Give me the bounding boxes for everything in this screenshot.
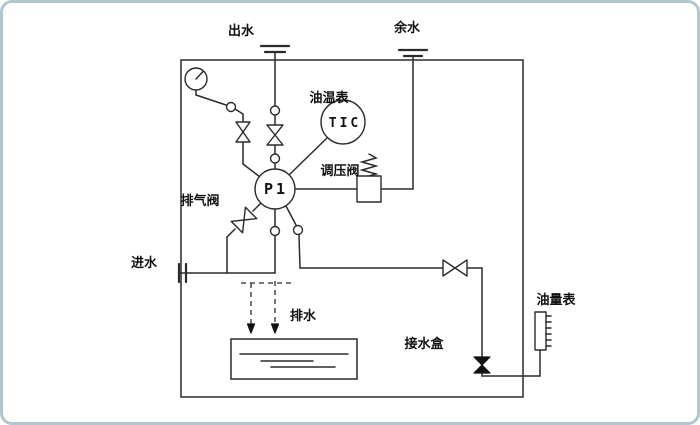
system-boundary	[180, 59, 524, 398]
water-box	[230, 338, 358, 380]
pressure-regulator-icon	[356, 153, 382, 203]
surplus-drain-icon	[397, 48, 429, 58]
pipe-joint-icons	[225, 101, 304, 237]
label-oil-gauge: 油量表	[536, 292, 576, 308]
drain-arrow-icon	[270, 323, 280, 334]
process-diagram: P1 TIC 出水 余水 油温表 调压阀 排气阀 进水 排水	[131, 20, 576, 398]
oil-level-gauge-icon	[534, 311, 552, 351]
pressure-gauge-icon	[184, 67, 208, 91]
label-regulator-valve: 调压阀	[320, 163, 359, 179]
drain-dashed-lines	[241, 281, 295, 334]
right-line-valve-icon	[442, 259, 468, 277]
label-water-box: 接水盒	[404, 336, 444, 352]
label-inlet-water: 进水	[131, 255, 158, 271]
drain-arrow-icon	[246, 323, 256, 334]
label-oil-temp-gauge: 油温表	[309, 90, 349, 106]
exhaust-valve-icon	[230, 206, 258, 234]
pump-tag: P1	[264, 180, 288, 198]
tic-tag: TIC	[329, 116, 361, 131]
shutoff-valve-icon	[235, 121, 251, 143]
inlet-connector-icon	[177, 262, 188, 284]
label-drain-water: 排水	[290, 308, 317, 324]
drain-valve-icon	[473, 356, 491, 374]
pipe-lines	[178, 51, 541, 377]
label-exhaust-valve: 排气阀	[180, 193, 219, 209]
pump-p1: P1	[254, 168, 296, 210]
shutoff-valve-icon	[266, 124, 284, 146]
tic-controller: TIC	[320, 99, 366, 145]
label-surplus-water: 余水	[393, 20, 421, 36]
label-outlet-water: 出水	[228, 23, 255, 39]
outlet-drain-icon	[259, 44, 291, 54]
